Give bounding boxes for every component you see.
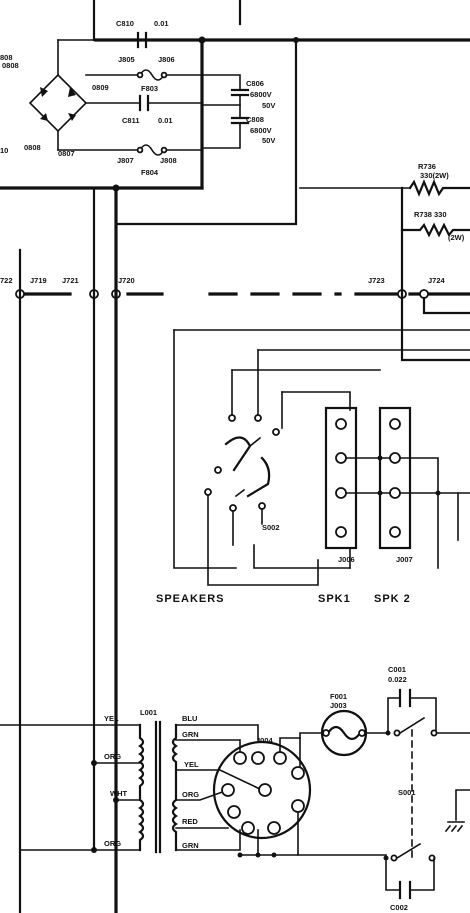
c808-value-1: 6800V (250, 126, 272, 135)
transformer-core (154, 720, 162, 854)
j006-terminal-strip (324, 406, 358, 550)
l001-label: L001 (140, 708, 157, 717)
r738-resistor (400, 222, 470, 238)
red-label: RED (182, 817, 198, 826)
c810-value: 0.01 (154, 19, 169, 28)
q808-label-b: 0808 (2, 61, 19, 70)
j723-label: J723 (368, 276, 385, 285)
org-right-label: ORG (182, 790, 199, 799)
s001-label: S001 (398, 788, 416, 797)
r736-value: 330(2W) (420, 171, 449, 180)
j806-label: J806 (158, 55, 175, 64)
diode-icon (68, 87, 76, 97)
f001-fuse (326, 725, 362, 741)
s001-contact-top (398, 716, 426, 735)
c808-value-2: 50V (262, 136, 275, 145)
grn-label-2: GRN (182, 841, 199, 850)
j724-label: J724 (428, 276, 446, 285)
fuse-f804 (138, 144, 166, 156)
c001-capacitor (398, 688, 412, 708)
j004-label: J004 (256, 736, 274, 745)
power-supply-section: C810 0.01 808 0808 0809 0808 10 0807 J80… (0, 0, 470, 242)
org-left-label-2: ORG (104, 839, 121, 848)
q808-label-c: 0808 (24, 143, 41, 152)
j006-label: J006 (338, 555, 355, 564)
l001-secondary-coil (171, 723, 178, 852)
c808-label: C808 (246, 115, 264, 124)
blu-label: BLU (182, 714, 197, 723)
diode-icon (40, 87, 48, 97)
j722-label: 722 (0, 276, 13, 285)
j007-label: J007 (396, 555, 413, 564)
yel-left-label: YEL (104, 714, 119, 723)
j724-pin (419, 289, 429, 299)
transformer-section: YEL ORG WHT ORG L001 BLU GRN YEL ORG RED… (0, 665, 470, 912)
c002-capacitor (398, 880, 412, 900)
diode-icon (68, 113, 76, 121)
c806-label: C806 (246, 79, 264, 88)
c811-value: 0.01 (158, 116, 173, 125)
j719-label: J719 (30, 276, 47, 285)
j004-socket (212, 740, 312, 840)
vertical-trunks (18, 0, 470, 913)
connector-row: 722 J719 J721 J720 J723 J724 (0, 276, 470, 299)
bridge-rectifier (28, 73, 88, 133)
j003-label: J003 (330, 701, 347, 710)
r736-label: R736 (418, 162, 436, 171)
wht-left-label: WHT (110, 789, 127, 798)
spk1-label: SPK1 (318, 593, 351, 605)
j720-label: J720 (118, 276, 135, 285)
q807-label: 0807 (58, 149, 75, 158)
j721-label: J721 (62, 276, 79, 285)
c810-capacitor (136, 31, 148, 49)
speakers-label: SPEAKERS (156, 593, 225, 605)
rail-right-return (114, 38, 298, 226)
c806-value-1: 6800V (250, 90, 272, 99)
s002-label: S002 (262, 523, 280, 532)
r738-label: R738 330 (414, 210, 447, 219)
c811-label: C811 (122, 116, 140, 125)
org-left-label-1: ORG (104, 752, 121, 761)
c001-label: C001 (388, 665, 406, 674)
j807-label: J807 (117, 156, 134, 165)
c810-label: C810 (116, 19, 134, 28)
ground-icon (444, 821, 465, 833)
c002-label: C002 (390, 903, 408, 912)
j805-label: J805 (118, 55, 135, 64)
rotary-wiper (224, 436, 252, 472)
diode-icon (40, 113, 48, 121)
spk2-label: SPK 2 (374, 593, 411, 605)
s001-contact-bottom (395, 842, 422, 860)
rotary-wiper (246, 456, 271, 498)
speaker-section: S002 J006 J007 SPEAKERS SPK1 SPK 2 (156, 329, 470, 605)
grn-label-1: GRN (182, 730, 199, 739)
fuse-f803 (138, 69, 166, 81)
q809-label: 0809 (92, 83, 109, 92)
f804-label: F804 (141, 168, 159, 177)
r738-value: (2W) (448, 233, 465, 242)
c811-capacitor (138, 94, 150, 112)
f803-label: F803 (141, 84, 158, 93)
c806-value-2: 50V (262, 101, 275, 110)
j808-label: J808 (160, 156, 177, 165)
yel-right-label: YEL (184, 760, 199, 769)
q808-label-a: 808 (0, 53, 13, 62)
j007-terminal-strip (378, 406, 412, 550)
q810-label: 10 (0, 146, 8, 155)
f001-label: F001 (330, 692, 347, 701)
c001-value: 0.022 (388, 675, 407, 684)
r736-resistor (408, 179, 470, 197)
l001-primary-coil (138, 723, 145, 852)
